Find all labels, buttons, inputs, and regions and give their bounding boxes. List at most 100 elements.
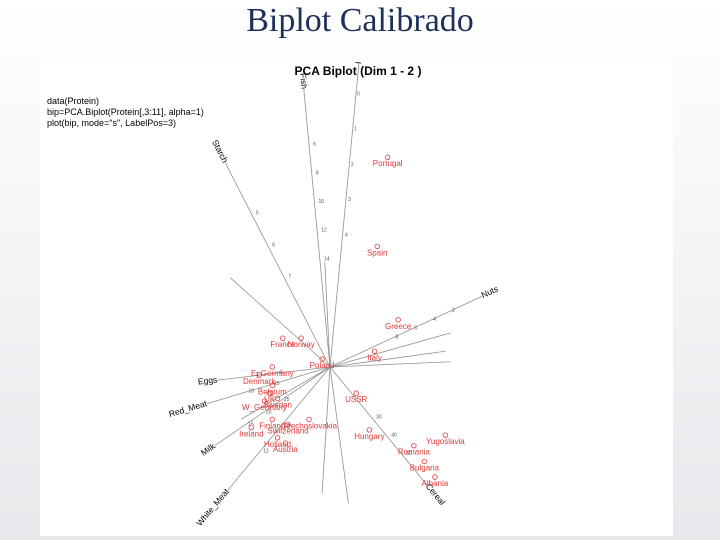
- tick-label: 2: [452, 308, 455, 314]
- tick-label: 15: [274, 381, 280, 387]
- observation-label: Romania: [398, 448, 431, 457]
- observation-point: [280, 335, 286, 341]
- tick-label: 1: [354, 127, 357, 133]
- variable-axis-fruits-vegetables: [329, 63, 360, 368]
- observation-point: [282, 440, 289, 446]
- code-line-3: plot(bip, mode="s", LabelPos=3): [47, 118, 176, 128]
- observation-point: [285, 421, 291, 428]
- tick-label: 4: [433, 317, 436, 323]
- observation-point: [248, 424, 255, 431]
- tick-label: 8: [395, 334, 398, 340]
- observation-point: [256, 372, 262, 378]
- tick-label: 25: [284, 397, 290, 403]
- variable-axis-red-meat: [206, 366, 331, 405]
- extra-axis-line: [324, 262, 331, 368]
- slide-title: Biplot Calibrado: [246, 2, 474, 39]
- observation-point: [432, 474, 438, 480]
- observation-label: Czechoslovakia: [281, 421, 338, 430]
- tick-label: 10: [319, 199, 325, 205]
- tick-label: 4: [345, 232, 348, 238]
- observation-label: Denmark: [243, 377, 276, 386]
- tick-label: 7: [288, 274, 291, 280]
- observation-label: Portugal: [373, 159, 403, 168]
- tick-label: 10: [249, 388, 255, 394]
- observation-label: Norway: [288, 340, 315, 349]
- tick-label: 30: [376, 414, 382, 420]
- extra-axis-line: [329, 366, 349, 504]
- extra-axis-line: [321, 366, 331, 493]
- observation-label: Italy: [367, 353, 382, 362]
- tick-label: 2: [351, 162, 354, 168]
- observation-point: [261, 398, 268, 404]
- observation-label: Albania: [422, 479, 449, 488]
- observation-label: Finland: [259, 421, 285, 430]
- observation-point: [353, 390, 359, 396]
- observation-point: [395, 317, 401, 323]
- observation-label: USSR: [345, 395, 367, 404]
- observation-point: [371, 348, 378, 354]
- tick-label: 12: [321, 228, 327, 234]
- extra-axis-line: [230, 277, 331, 368]
- extra-axis-line: [329, 361, 451, 368]
- observation-point: [384, 154, 391, 160]
- tick-label: 0: [357, 91, 360, 97]
- code-line-2: bip=PCA.Biplot(Protein[,3:11], alpha=1): [47, 107, 204, 117]
- observation-label: Bulgaria: [410, 463, 440, 472]
- observation-point: [269, 364, 276, 370]
- tick-label: 6: [313, 142, 316, 148]
- observation-point: [442, 432, 449, 438]
- tick-label: 12: [263, 448, 269, 454]
- observation-point: [366, 427, 373, 433]
- variable-axis-nuts: [329, 295, 483, 368]
- observation-label: Sweden: [263, 400, 292, 409]
- observation-label: Switzerland: [267, 427, 308, 436]
- biplot-panel: PCA Biplot (Dim 1 - 2 ) data(Protein) bi…: [40, 62, 673, 536]
- variable-axis-starch: [224, 162, 331, 368]
- observation-label: UK: [264, 395, 276, 404]
- observation-point: [274, 435, 281, 441]
- observation-label: Belgium: [258, 387, 287, 396]
- observation-point: [319, 356, 325, 362]
- variable-label: Milk: [199, 440, 218, 457]
- variable-axes: Fruits_VegetablesFishStarchNutsEggsRed_M…: [168, 62, 500, 528]
- observation-point: [306, 416, 312, 423]
- observation-label: Greece: [385, 322, 412, 331]
- variable-label: Nuts: [480, 284, 500, 300]
- tick-label: 5: [256, 211, 259, 217]
- biplot-chart: PCA Biplot (Dim 1 - 2 ) data(Protein) bi…: [47, 62, 500, 528]
- observation-label: France: [270, 340, 295, 349]
- observation-point: [274, 395, 281, 402]
- variable-axis-milk: [214, 366, 331, 446]
- observation-label: Austria: [273, 445, 298, 454]
- observation-point: [411, 442, 417, 449]
- tick-label: 6: [272, 242, 275, 248]
- variable-label: Fish: [298, 73, 309, 90]
- observation-point: [269, 416, 276, 423]
- variable-axis-eggs: [217, 366, 331, 381]
- variable-label: Eggs: [197, 374, 217, 386]
- variable-axis-fish: [303, 89, 331, 368]
- variable-label: White_Meat: [194, 486, 231, 528]
- tick-label: 3: [256, 372, 259, 378]
- tick-label: 50: [406, 451, 412, 457]
- observation-label: E_Germany: [251, 369, 294, 378]
- tick-label: 16: [284, 423, 290, 429]
- variable-label: Red_Meat: [168, 398, 209, 419]
- tick-label: 4: [279, 369, 282, 375]
- extra-axis-line: [240, 366, 331, 420]
- tick-label: 15: [248, 422, 254, 428]
- variable-axis-cereal: [329, 366, 428, 486]
- observation-point: [269, 382, 276, 389]
- tick-label: 40: [391, 433, 397, 439]
- variable-axis-white-meat: [227, 366, 331, 491]
- observation-points: PortugalSpainGreeceItalyUSSRHungaryYugos…: [239, 154, 465, 488]
- tick-label: 3: [348, 197, 351, 203]
- observation-label: Spain: [367, 248, 387, 257]
- extra-axis-line: [329, 350, 446, 368]
- tick-label: 8: [316, 170, 319, 176]
- tick-label: 20: [266, 409, 272, 415]
- tick-label: 14: [324, 256, 330, 262]
- tick-label: 6: [414, 326, 417, 332]
- observation-label: Holland: [264, 440, 291, 449]
